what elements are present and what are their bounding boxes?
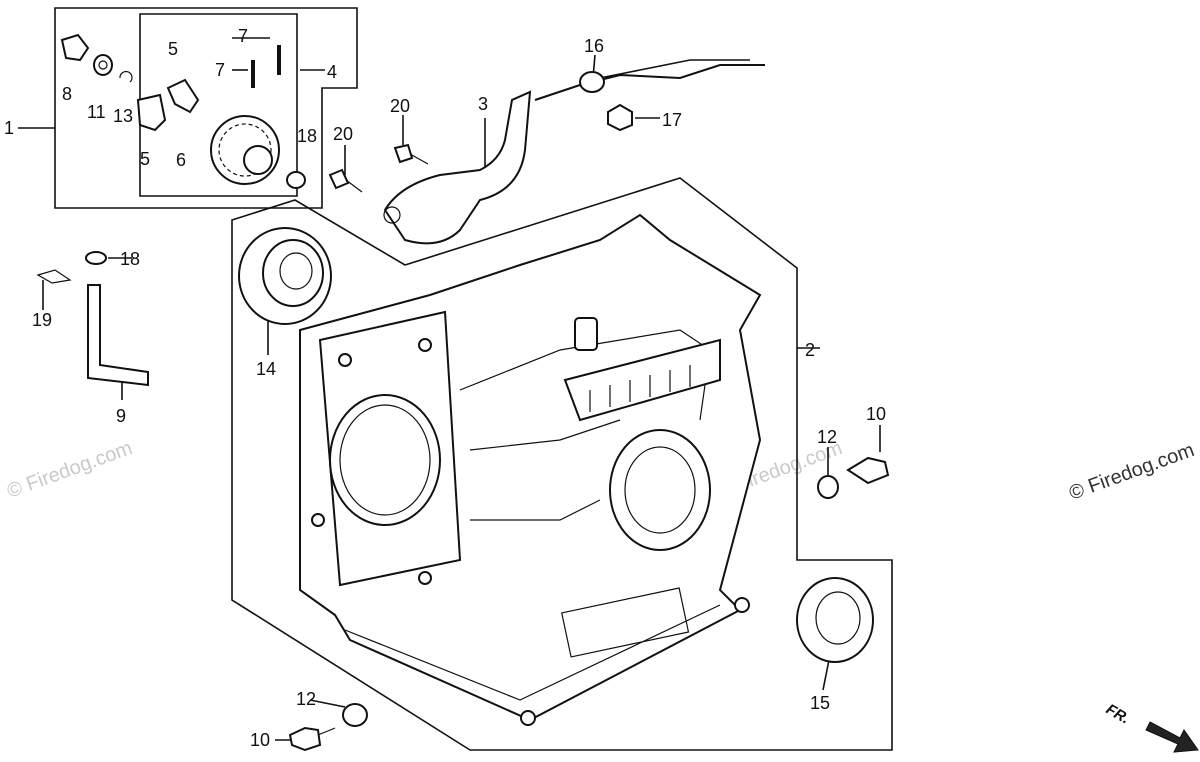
fr-label: FR. xyxy=(1103,701,1132,728)
clip-part-13 xyxy=(119,70,133,83)
washer-part-12-upper xyxy=(817,475,839,499)
callout-3: 3 xyxy=(478,94,488,114)
washer-part-11 xyxy=(93,54,113,76)
bolt-part-10-upper xyxy=(846,456,890,485)
bracket-part-5a xyxy=(166,78,200,114)
callout-20b: 20 xyxy=(333,124,353,144)
callout-18a: 18 xyxy=(297,126,317,146)
oil-seal-part-15 xyxy=(796,577,874,663)
callout-9: 9 xyxy=(116,406,126,426)
cylinder-bore xyxy=(329,394,441,526)
callout-18b: 18 xyxy=(120,249,140,269)
callout-16: 16 xyxy=(584,36,604,56)
washer-part-18 xyxy=(286,171,306,189)
watermark-4: © Firedog.com xyxy=(1066,439,1197,505)
callout-14: 14 xyxy=(256,359,276,379)
callout-15: 15 xyxy=(810,693,830,713)
assembly-1-frame xyxy=(54,7,358,209)
callout-17: 17 xyxy=(662,110,682,130)
bracket-part-9 xyxy=(87,284,149,387)
callout-20a: 20 xyxy=(390,96,410,116)
callout-1: 1 xyxy=(4,118,14,138)
assembly-2-frame xyxy=(231,177,893,751)
nut-part-17 xyxy=(607,103,633,132)
callout-8: 8 xyxy=(62,84,72,104)
front-arrow-icon xyxy=(1145,721,1199,753)
pin-part-8 xyxy=(60,33,90,62)
washer-part-12-lower xyxy=(342,703,368,727)
watermark-1: © Firedog.com xyxy=(4,437,135,503)
callout-2: 2 xyxy=(805,340,815,360)
callout-10-upper: 10 xyxy=(866,404,886,424)
callout-7b: 7 xyxy=(215,60,225,80)
bracket-part-5b xyxy=(136,93,167,132)
callout-6: 6 xyxy=(176,150,186,170)
tube-part-3 xyxy=(383,90,532,245)
clip-part-19 xyxy=(36,269,72,284)
callout-11: 11 xyxy=(87,102,106,122)
callout-10-lower: 10 xyxy=(250,730,270,750)
callout-4: 4 xyxy=(327,62,337,82)
grommet-part-16 xyxy=(579,71,605,93)
callout-12-lower: 12 xyxy=(296,689,316,709)
assembly-4-frame xyxy=(139,13,298,197)
bolt-part-10-lower xyxy=(288,726,322,752)
callout-7a: 7 xyxy=(238,26,248,46)
callout-12-upper: 12 xyxy=(817,427,837,447)
front-direction-indicator: FR. xyxy=(1103,701,1199,753)
callout-19: 19 xyxy=(32,310,52,330)
callout-5b: 5 xyxy=(140,149,150,169)
callout-5a: 5 xyxy=(168,39,178,59)
callout-13: 13 xyxy=(113,106,133,126)
